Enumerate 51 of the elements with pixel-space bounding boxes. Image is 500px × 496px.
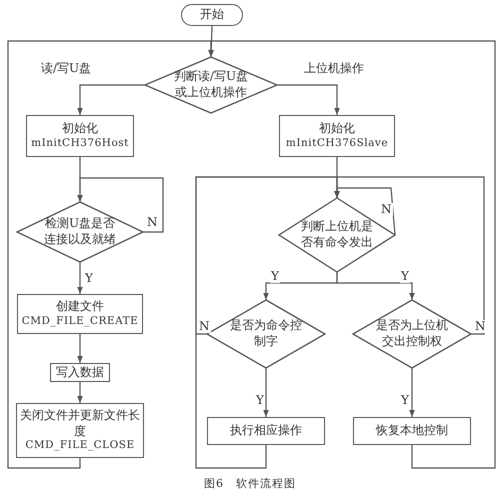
process-box <box>26 115 134 157</box>
node-text: 关闭文件并更新文件长度 <box>19 408 141 440</box>
arrow <box>77 84 145 115</box>
decision-diamond <box>353 300 471 368</box>
node-text: 恢复本地控制 <box>376 423 448 439</box>
node-text: 初始化 <box>319 121 355 137</box>
node-text: 是否为上位机交出控制权 <box>375 318 449 350</box>
edge-label: N <box>380 203 392 216</box>
start-terminal <box>181 4 243 26</box>
node-text: mInitCH376Host <box>31 136 129 151</box>
edge-label: 读/写U盘 <box>40 62 92 76</box>
decision-diamond <box>279 198 395 272</box>
node-text: 判断上位机是否有命令发出 <box>300 219 374 251</box>
arrow <box>208 40 496 469</box>
node-text: 判断读/写U盘或上位机操作 <box>172 69 250 101</box>
node-text: mInitCH376Slave <box>286 136 388 151</box>
caption: 图6 软件流程图 <box>203 476 297 491</box>
process-box <box>16 403 144 458</box>
arrow <box>334 176 485 335</box>
arrow <box>77 262 83 294</box>
arrow <box>77 177 164 233</box>
edge-label: 上位机操作 <box>303 62 365 76</box>
process-box <box>279 115 395 157</box>
arrow <box>277 84 340 115</box>
edge-label: N <box>146 216 158 230</box>
arrow <box>208 26 214 58</box>
decision-diamond <box>145 57 277 113</box>
edge-label: N <box>198 320 210 334</box>
edge-label: N <box>474 320 486 334</box>
process-box <box>17 294 143 334</box>
edge-label: Y <box>270 270 280 284</box>
edge-label: Y <box>400 270 410 284</box>
node-text: 创建文件 <box>56 299 104 315</box>
node-text: 开始 <box>200 7 224 23</box>
arrow <box>263 368 269 417</box>
process-box <box>50 363 110 382</box>
node-text: CMD_FILE_CLOSE <box>25 439 135 453</box>
process-box <box>207 417 325 445</box>
arrow <box>336 272 415 300</box>
arrow <box>77 382 83 403</box>
decision-diamond <box>17 202 143 262</box>
arrow <box>77 334 83 363</box>
node-text: CMD_FILE_CREATE <box>22 314 138 329</box>
node-text: 写入数据 <box>56 364 104 380</box>
arrow <box>409 368 415 417</box>
node-text: 是否为命令控制字 <box>229 318 303 350</box>
node-text: 检测U盘是否连接以及就绪 <box>43 216 117 248</box>
process-box <box>353 417 471 445</box>
node-text: 执行相应操作 <box>230 423 302 439</box>
decision-diamond <box>207 300 325 368</box>
node-text: 初始化 <box>62 121 98 137</box>
